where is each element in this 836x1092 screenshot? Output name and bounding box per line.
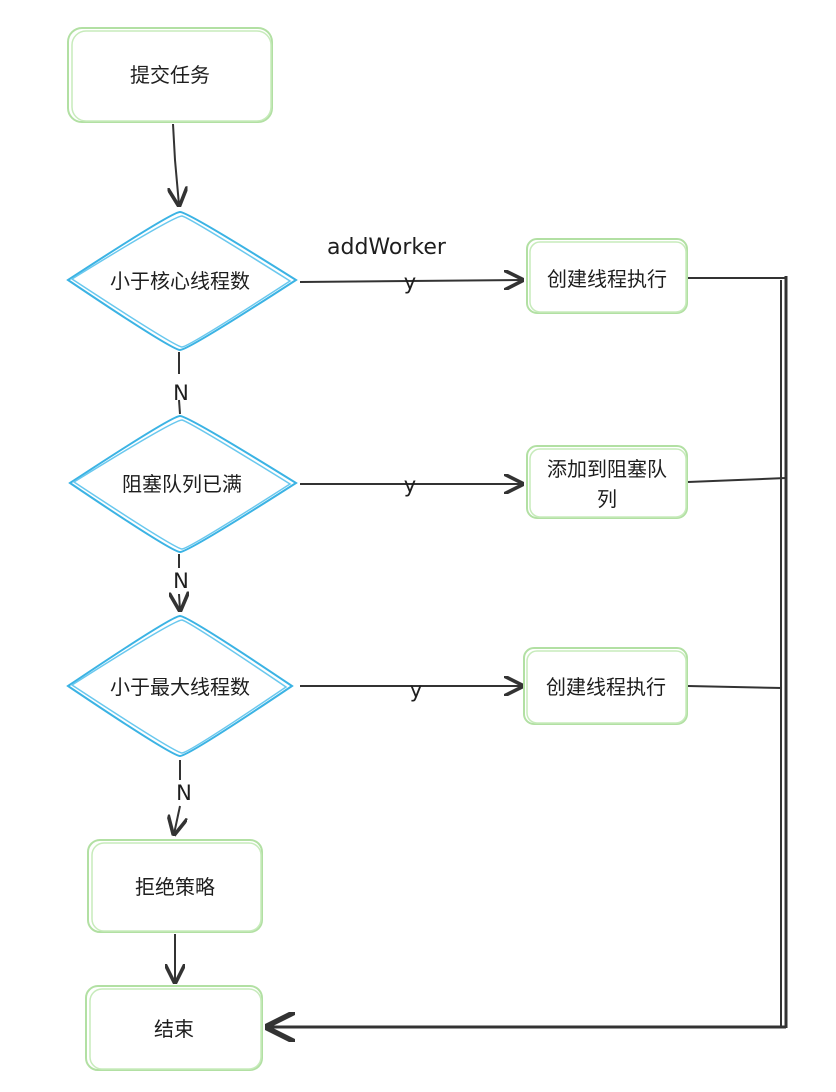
add-to-queue-box: 添加到阻塞队 列: [526, 445, 688, 519]
end-box: 结束: [85, 985, 263, 1071]
end-text: 结束: [154, 1017, 194, 1041]
edge-core-yes: [299, 280, 522, 282]
edge-submit-to-core: [173, 123, 179, 205]
reject-policy-box: 拒绝策略: [87, 839, 263, 933]
edge-max-no: [174, 760, 180, 834]
edge-queue-right: [687, 477, 787, 483]
queue-full-text: 阻塞队列已满: [122, 472, 242, 496]
max-threads-text: 小于最大线程数: [110, 675, 250, 699]
add-to-queue-text-1: 添加到阻塞队: [547, 457, 667, 481]
create-thread-text-1: 创建线程执行: [547, 267, 667, 291]
yes-label-3: y: [410, 678, 422, 702]
core-threads-decision: 小于核心线程数: [66, 210, 298, 352]
add-worker-label: addWorker: [327, 235, 447, 260]
add-to-queue-text-2: 列: [597, 487, 617, 511]
no-label-3: N: [176, 781, 192, 805]
core-threads-text: 小于核心线程数: [110, 269, 250, 293]
submit-task-box: 提交任务: [67, 27, 273, 123]
edge-create2-right: [687, 685, 783, 689]
queue-full-decision: 阻塞队列已满: [68, 414, 298, 554]
create-thread-text-2: 创建线程执行: [546, 675, 666, 699]
no-label-2: N: [173, 569, 189, 593]
reject-policy-text: 拒绝策略: [135, 875, 215, 899]
edge-core-no: [178, 352, 181, 415]
submit-task-text: 提交任务: [130, 63, 210, 87]
yes-label-2: y: [404, 473, 416, 497]
max-threads-decision: 小于最大线程数: [66, 614, 294, 758]
edge-queue-no: [179, 554, 180, 610]
no-label-1: N: [173, 381, 189, 405]
create-thread-box-1: 创建线程执行: [526, 238, 688, 314]
create-thread-box-2: 创建线程执行: [523, 647, 688, 725]
yes-label-1: y: [404, 270, 416, 294]
